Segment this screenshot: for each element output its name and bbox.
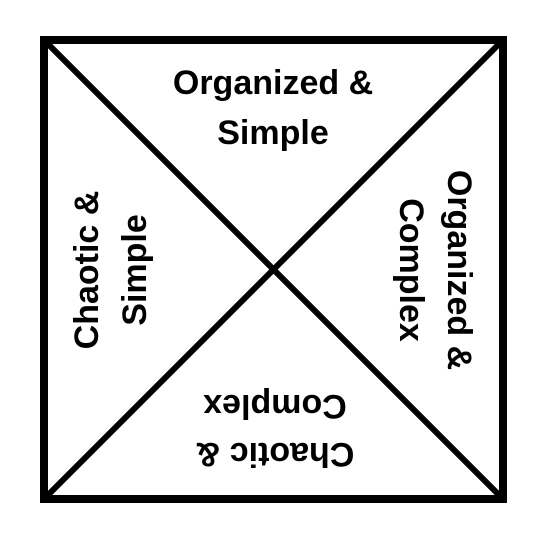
quadrant-bottom-label: Chaotic & Complex xyxy=(196,387,355,473)
quadrant-top-label: Organized & Simple xyxy=(173,64,373,152)
quadrant-bottom-line1: Chaotic & xyxy=(196,435,355,473)
quadrant-left-line2: Simple xyxy=(116,214,154,325)
quadrant-right-line2: Complex xyxy=(392,198,430,342)
quadrant-left-line1: Chaotic & xyxy=(68,191,106,350)
quadrant-right-label: Organized & Complex xyxy=(392,170,478,370)
quadrant-bottom-line2: Complex xyxy=(203,387,347,425)
quadrant-top-line1: Organized & xyxy=(173,64,373,102)
quadrant-right-line1: Organized & xyxy=(440,170,478,370)
quadrant-left-label: Chaotic & Simple xyxy=(68,191,154,350)
diagonal-top-right-to-bottom-left xyxy=(41,37,506,502)
quadrant-top-line2: Simple xyxy=(217,114,328,152)
